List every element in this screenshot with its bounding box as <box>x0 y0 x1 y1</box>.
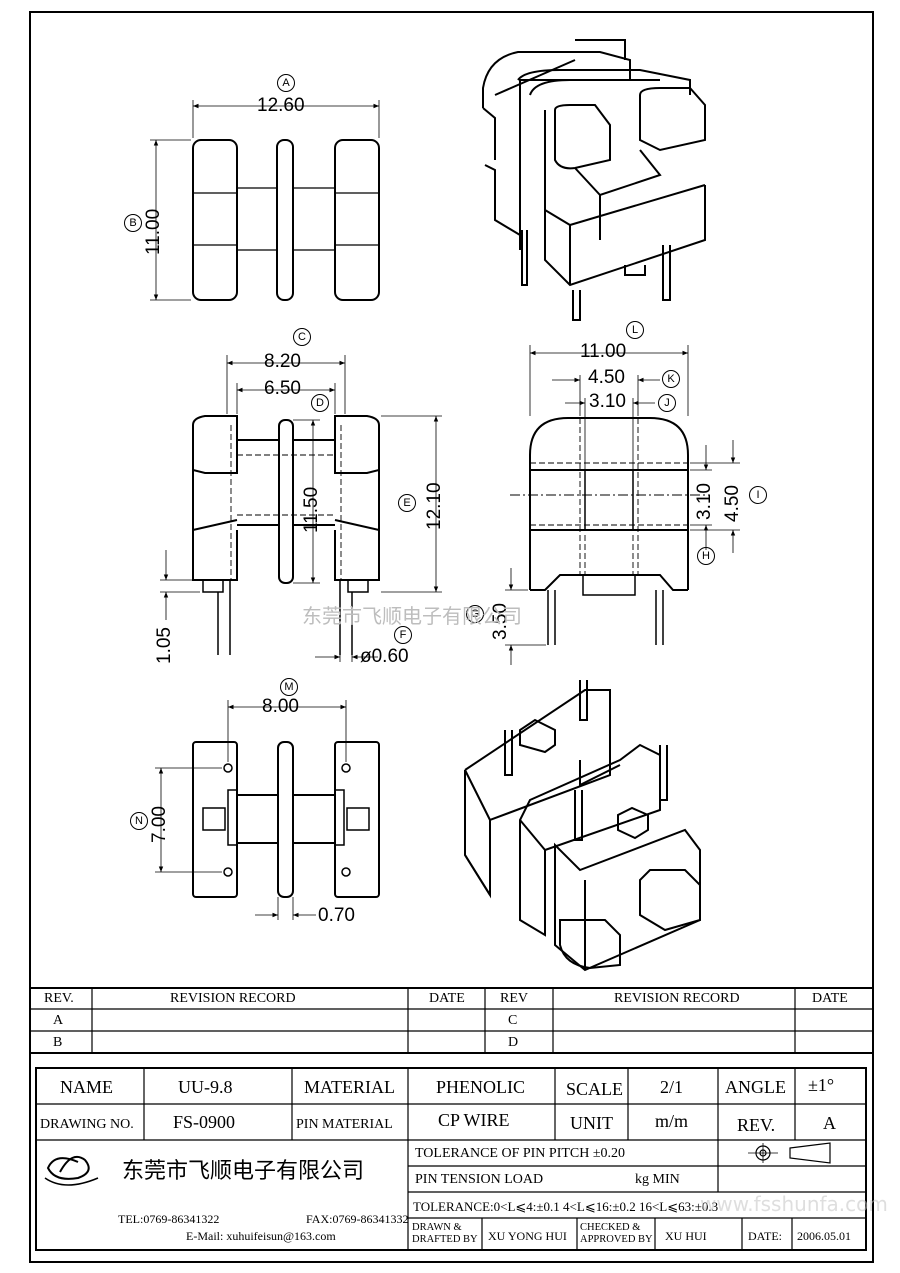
marker-n: N <box>130 812 148 830</box>
marker-d: D <box>311 394 329 412</box>
rev-header: REV. <box>44 991 74 1006</box>
rev-row-a: A <box>53 1013 64 1028</box>
pin-material-value: CP WIRE <box>438 1110 510 1130</box>
marker-h: H <box>697 547 715 565</box>
top-view <box>150 100 380 301</box>
iso-view-bottom <box>464 680 701 972</box>
date-header-right: DATE <box>812 991 848 1006</box>
material-label: MATERIAL <box>304 1077 395 1097</box>
scale-value: 2/1 <box>660 1077 684 1097</box>
dim-m-value: 8.00 <box>262 696 299 717</box>
marker-f: F <box>394 626 412 644</box>
company-email: E-Mail: xuhuifeisun@163.com <box>186 1229 336 1243</box>
angle-label: ANGLE <box>725 1077 786 1097</box>
date-label: DATE: <box>748 1229 782 1243</box>
angle-value: ±1° <box>808 1075 835 1095</box>
pin-tension-unit: kg MIN <box>635 1172 680 1187</box>
tolerance-general: TOLERANCE:0<L⩽4:±0.1 4<L⩽16:±0.2 16<L⩽63… <box>413 1199 719 1214</box>
date-header: DATE <box>429 991 465 1006</box>
drawing-no-label: DRAWING NO. <box>40 1117 134 1132</box>
dim-h-value: 3.10 <box>694 483 715 520</box>
checked-label-line1: CHECKED & <box>580 1222 641 1233</box>
iso-view-top <box>482 39 706 321</box>
drawing-no-value: FS-0900 <box>173 1112 236 1132</box>
rev-row-c: C <box>508 1013 518 1028</box>
rev-row-b: B <box>53 1035 63 1050</box>
marker-b: B <box>124 214 142 232</box>
side-view <box>505 345 740 665</box>
checked-label-line2: APPROVED BY <box>580 1234 653 1245</box>
marker-l: L <box>626 321 644 339</box>
dim-c-value: 8.20 <box>264 351 301 372</box>
material-value: PHENOLIC <box>436 1077 525 1097</box>
marker-e: E <box>398 494 416 512</box>
checked-value: XU HUI <box>665 1229 707 1243</box>
dim-k-value: 4.50 <box>588 367 625 388</box>
pin-tension-label: PIN TENSION LOAD <box>415 1172 544 1187</box>
tolerance-pin-pitch: TOLERANCE OF PIN PITCH ±0.20 <box>415 1146 626 1161</box>
dim-wall-value: 0.70 <box>318 905 355 926</box>
revision-record-header: REVISION RECORD <box>170 991 296 1006</box>
name-value: UU-9.8 <box>178 1077 233 1097</box>
marker-i: I <box>749 486 767 504</box>
name-label: NAME <box>60 1077 113 1097</box>
dim-j-value: 3.10 <box>589 391 626 412</box>
bottom-view <box>155 700 380 920</box>
unit-value: m/m <box>655 1111 689 1131</box>
marker-c: C <box>293 328 311 346</box>
dim-c-inner-value: 6.50 <box>264 378 301 399</box>
dim-n-value: 7.00 <box>149 806 170 843</box>
marker-a: A <box>277 74 295 92</box>
company-tel: TEL:0769-86341322 <box>118 1212 220 1226</box>
dim-l-value: 11.00 <box>580 341 627 362</box>
marker-k: K <box>662 370 680 388</box>
drawn-label-line1: DRAWN & <box>412 1222 462 1233</box>
watermark-company: 东莞市飞顺电子有限公司 <box>302 604 522 628</box>
dim-pin-length-value: 1.05 <box>154 627 175 664</box>
drawn-label-line2: DRAFTED BY <box>412 1234 478 1245</box>
rev-row-d: D <box>508 1035 519 1050</box>
drawn-value: XU YONG HUI <box>488 1229 567 1243</box>
pin-material-label: PIN MATERIAL <box>296 1117 393 1132</box>
front-view <box>160 355 442 662</box>
marker-m: M <box>280 678 298 696</box>
company-name: 东莞市飞顺电子有限公司 <box>122 1159 365 1184</box>
dim-f-value: ø0.60 <box>360 646 409 667</box>
dim-i-value: 4.50 <box>722 485 743 522</box>
unit-label: UNIT <box>570 1113 613 1133</box>
scale-label: SCALE <box>566 1079 624 1099</box>
marker-j: J <box>658 394 676 412</box>
date-value: 2006.05.01 <box>797 1229 851 1243</box>
rev-label: REV. <box>737 1115 776 1135</box>
dim-d-value: 11.50 <box>301 486 322 533</box>
revision-table <box>30 987 873 1054</box>
dim-a-value: 12.60 <box>257 95 305 116</box>
website-watermark: www.fsshunfa.com <box>700 1192 888 1216</box>
rev-value: A <box>823 1113 836 1133</box>
title-block <box>35 1067 867 1251</box>
rev-header-right: REV <box>500 991 528 1006</box>
marker-g: G <box>466 605 484 623</box>
revision-record-header-right: REVISION RECORD <box>614 991 740 1006</box>
company-fax: FAX:0769-86341332 <box>306 1212 409 1226</box>
dim-b-value: 11.00 <box>143 208 164 255</box>
dim-e-value: 12.10 <box>424 482 445 530</box>
